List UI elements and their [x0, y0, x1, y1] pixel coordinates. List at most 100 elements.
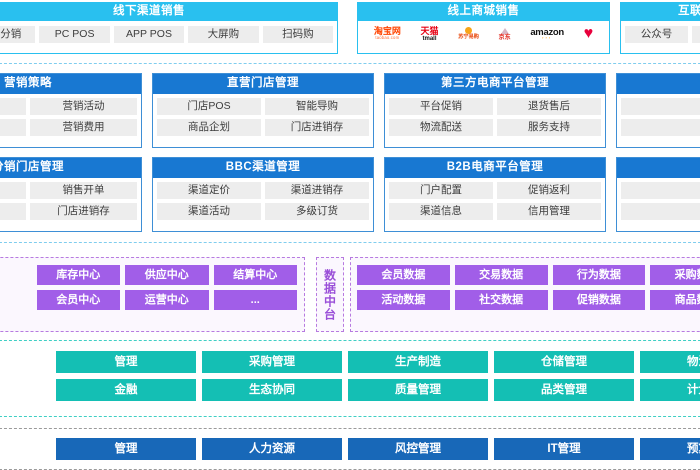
chip-settlement-center[interactable]: 结算中心	[213, 265, 297, 285]
chip-dist-a[interactable]	[0, 182, 26, 199]
chip-pc-pos[interactable]: PC POS	[39, 26, 110, 43]
chip-channel-activity[interactable]: 渠道活动	[157, 203, 261, 220]
chip-budget-management[interactable]: 预算管理	[640, 438, 700, 460]
panel-title: 分销门店管理	[0, 158, 141, 178]
business-center-grid: ... 库存中心 供应中心 结算中心 ... 会员中心 运营中心 ...	[0, 265, 297, 310]
chip-member-data[interactable]: 会员数据	[357, 265, 450, 285]
chip-row: 渠道活动 多级订货	[157, 203, 369, 220]
support-band-grid: 管理 管理 人力资源 风控管理 IT管理 预算管理	[0, 438, 700, 460]
chip-smart-guide[interactable]: 智能导购	[265, 98, 369, 115]
chip-activity-data[interactable]: 活动数据	[357, 290, 450, 310]
chip-inventory-center[interactable]: 库存中心	[36, 265, 120, 285]
panel-offline-channel-sales: 线下渠道销售 移动分销 PC POS APP POS 大屏购 扫码购	[0, 2, 338, 54]
chip-channel-info[interactable]: 渠道信息	[389, 203, 493, 220]
chip-scan-buy[interactable]: 扫码购	[262, 26, 334, 43]
chip-product-data[interactable]: 商品数据	[650, 290, 700, 310]
chip-bigscreen-buy[interactable]: 大屏购	[188, 26, 259, 43]
chip-social-data[interactable]: 社交数据	[454, 290, 548, 310]
chip-channel-pricing[interactable]: 渠道定价	[157, 182, 261, 199]
chip-promotion-rebate[interactable]: 促销返利	[497, 182, 601, 199]
chip-finance[interactable]: 金融	[56, 379, 196, 401]
tmall-logo: 天猫 tmall	[420, 25, 439, 42]
chip-store-pos[interactable]: 门店POS	[157, 98, 261, 115]
chip-marketing-cost[interactable]: 营销费用	[30, 119, 137, 136]
chip-mobile-distribution[interactable]: 移动分销	[0, 26, 36, 43]
chip-coupon-promotion[interactable]: 卡券促销	[621, 119, 700, 136]
chip-product-planning[interactable]: 商品企划	[157, 119, 261, 136]
business-band-wrapper	[0, 63, 700, 243]
chip-credit-management[interactable]: 信用管理	[497, 203, 601, 220]
chip-channel-inventory[interactable]: 渠道进销存	[265, 182, 369, 199]
chip-row: 销售开单	[0, 182, 137, 199]
panel-title: 第三方电商平台管理	[385, 74, 605, 94]
chip-purchase-management[interactable]: 采购管理	[202, 351, 342, 373]
chip-customer-profile[interactable]: 客户画像	[621, 182, 700, 199]
chip-category-management[interactable]: 品类管理	[494, 379, 634, 401]
chip-row: 渠道定价 渠道进销存	[157, 182, 369, 199]
chip-marketing-campaign[interactable]: 营销活动	[30, 98, 137, 115]
chip-store-inventory[interactable]: 门店进销存	[265, 119, 369, 136]
chip-marketing-b[interactable]	[0, 119, 26, 136]
data-center-label: 数据中台	[316, 257, 344, 332]
chip-warehouse-management[interactable]: 仓储管理	[494, 351, 634, 373]
chip-service-support[interactable]: 服务支持	[497, 119, 601, 136]
chip-mall-build[interactable]: 商城建站	[621, 98, 700, 115]
chip-purchase-data[interactable]: 采购数据	[650, 265, 700, 285]
jd-dog-icon	[500, 27, 509, 34]
chip-dist-b[interactable]	[0, 203, 26, 220]
panel-title: BBC渠道管理	[153, 158, 373, 178]
chip-management[interactable]: 管理	[56, 351, 196, 373]
chip-operation-center[interactable]: 运营中心	[125, 290, 209, 310]
chip-portal-config[interactable]: 门户配置	[389, 182, 493, 199]
suning-logo: 苏宁易购	[458, 27, 479, 40]
chip-dist-store-inventory[interactable]: 门店进销存	[30, 203, 137, 220]
chip-marketing-a[interactable]	[0, 98, 26, 115]
chip-member-center[interactable]: 会员中心	[36, 290, 120, 310]
chip-row: 卡券促销	[621, 119, 700, 136]
amazon-logo: amazon ›››	[530, 26, 564, 41]
panel-b2b-ecommerce-management: B2B电商平台管理 门户配置 促销返利 渠道信息 信用管理	[384, 157, 606, 232]
chip-row: 社群互动	[621, 203, 700, 220]
panel-bbc-channel-management: BBC渠道管理 渠道定价 渠道进销存 渠道活动 多级订货	[152, 157, 374, 232]
panel-distribution-store-management: 分销门店管理 销售开单 门店进销存	[0, 157, 142, 232]
chip-ecology-collab[interactable]: 生态协同	[202, 379, 342, 401]
supply-band-wrapper	[0, 340, 700, 417]
chip-manufacturing[interactable]: 生产制造	[348, 351, 488, 373]
chip-row: 门店进销存	[0, 203, 137, 220]
logo-strip: 淘宝网 taobao.com 天猫 tmall 苏宁易购 京东 amazon ›…	[358, 21, 609, 47]
panel-direct-store-management: 直营门店管理 门店POS 智能导购 商品企划 门店进销存	[152, 73, 374, 148]
panel-title: 线上商城销售	[358, 3, 609, 21]
chip-business-center-more[interactable]: ...	[213, 290, 297, 310]
chip-plan-management[interactable]: 计划管理	[640, 379, 700, 401]
data-center-grid: 会员数据 交易数据 行为数据 采购数据 活动数据 社交数据 促销数据 商品数据	[357, 265, 700, 310]
chip-human-resources[interactable]: 人力资源	[202, 438, 342, 460]
chip-internet-other[interactable]	[692, 26, 700, 43]
chip-it-management[interactable]: IT管理	[494, 438, 634, 460]
chip-risk-management[interactable]: 风控管理	[348, 438, 488, 460]
panel-title: B2B电商平台管理	[385, 158, 605, 178]
chip-sales-order[interactable]: 销售开单	[30, 182, 137, 199]
chip-app-pos[interactable]: APP POS	[113, 26, 185, 43]
chip-official-account[interactable]: 公众号	[625, 26, 688, 43]
chip-row: 公众号	[625, 26, 700, 43]
chip-support-management[interactable]: 管理	[56, 438, 196, 460]
chip-quality-management[interactable]: 质量管理	[348, 379, 488, 401]
panel-title: 营销策略	[0, 74, 141, 94]
chip-logistics-delivery[interactable]: 物流配送	[389, 119, 493, 136]
panel-title: 直营门店管理	[153, 74, 373, 94]
chip-row: 营销费用	[0, 119, 137, 136]
chip-promotion-data[interactable]: 促销数据	[552, 290, 646, 310]
chip-return-aftersales[interactable]: 退货售后	[497, 98, 601, 115]
chip-logistics-distribution[interactable]: 物流配送	[640, 351, 700, 373]
chip-community-interaction[interactable]: 社群互动	[621, 203, 700, 220]
panel-title: 互联	[621, 3, 700, 21]
chip-row: 门店POS 智能导购	[157, 98, 369, 115]
chip-multilevel-order[interactable]: 多级订货	[265, 203, 369, 220]
panel-marketing-strategy: 营销策略 营销活动 营销费用	[0, 73, 142, 148]
chip-platform-promotion[interactable]: 平台促销	[389, 98, 493, 115]
panel-thirdparty-ecommerce-management: 第三方电商平台管理 平台促销 退货售后 物流配送 服务支持	[384, 73, 606, 148]
chip-supply-center[interactable]: 供应中心	[125, 265, 209, 285]
chip-behavior-data[interactable]: 行为数据	[552, 265, 646, 285]
chip-transaction-data[interactable]: 交易数据	[454, 265, 548, 285]
